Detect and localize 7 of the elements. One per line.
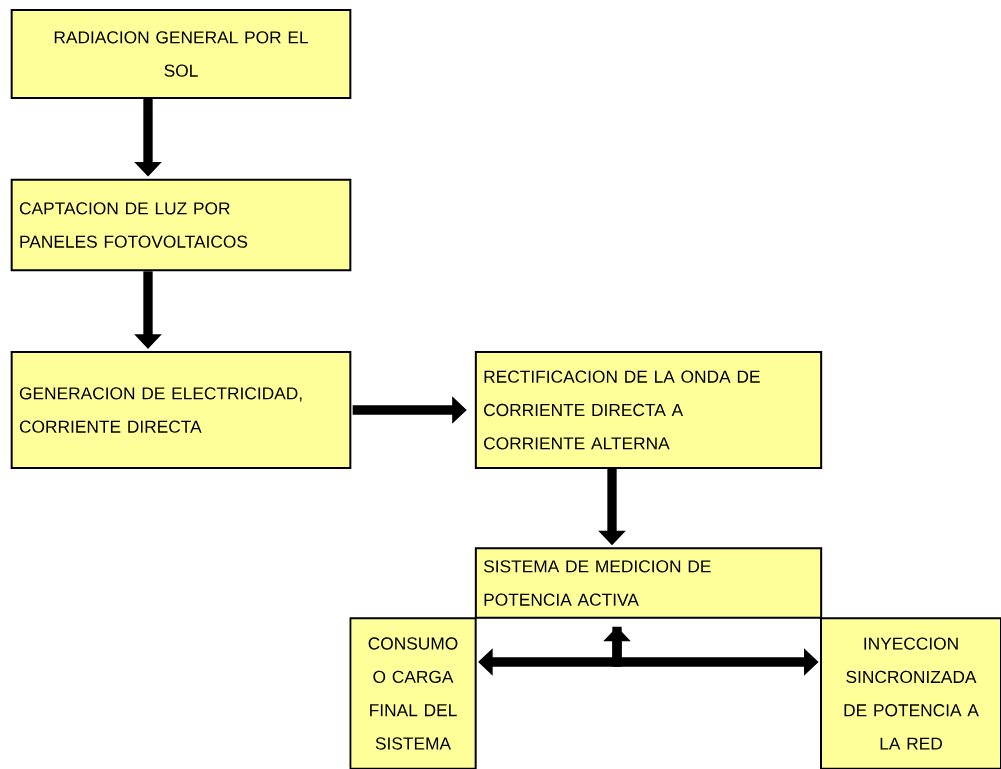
process-box: INYECCION SINCRONIZADA DE POTENCIA A LA RED — [820, 617, 1001, 769]
process-box: CONSUMO O CARGA FINAL DEL SISTEMA — [349, 617, 477, 769]
process-box: GENERACION DE ELECTRICIDAD, CORRIENTE DIRECTA — [10, 351, 352, 469]
process-box: RADIACION GENERAL POR EL SOL — [10, 9, 352, 99]
process-box: CAPTACION DE LUZ POR PANELES FOTOVOLTAICOS — [10, 178, 352, 272]
process-box: RECTIFICACION DE LA ONDA DE CORRIENTE DIRECTA A CORRIENTE ALTERNA — [474, 351, 823, 469]
process-box: SISTEMA DE MEDICION DE POTENCIA ACTIVA — [474, 547, 823, 619]
